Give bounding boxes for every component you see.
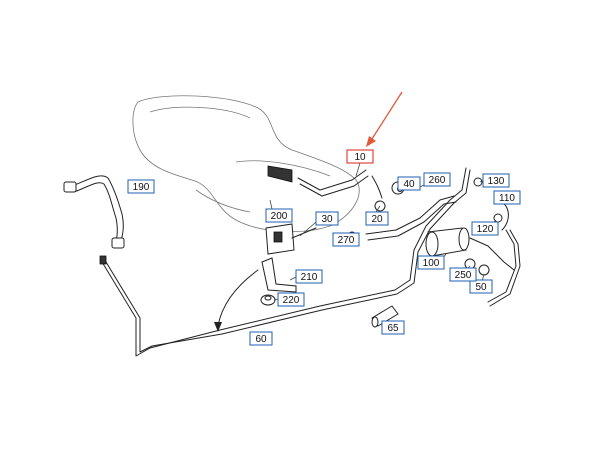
callout-text: 65: [387, 323, 399, 334]
fuel-line-60: [99, 167, 471, 357]
callout-260: 260: [423, 172, 451, 187]
fuel-filter-100: [425, 227, 521, 307]
callout-60: 60: [249, 331, 273, 346]
callout-box: [265, 208, 293, 223]
callout-10: 10: [346, 149, 374, 164]
callout-text: 100: [423, 258, 440, 269]
callout-text: 110: [499, 193, 515, 204]
callout-20: 20: [365, 211, 389, 226]
callout-200: 200: [265, 208, 293, 223]
callout-box: [315, 211, 339, 226]
callout-text: 190: [133, 182, 150, 193]
callout-box: [249, 331, 273, 346]
callout-130: 130: [482, 173, 510, 188]
bracket-200: [265, 223, 317, 255]
callout-box: [277, 292, 305, 307]
callout-text: 20: [371, 214, 383, 225]
callout-text: 250: [455, 270, 472, 281]
callout-text: 220: [283, 295, 300, 306]
callout-190: 190: [127, 179, 155, 194]
callout-box: [365, 211, 389, 226]
fuel-lines-10-30: [267, 165, 457, 241]
callout-text: 120: [477, 224, 494, 235]
callout-box: [469, 279, 493, 294]
callout-labels: 10 20 30 40 50 60 65 100 110 120 130 190 200 210 220 25…: [127, 149, 521, 346]
callout-text: 30: [321, 214, 333, 225]
callout-30: 30: [315, 211, 339, 226]
red-pointer-arrow: [366, 91, 403, 147]
callout-box: [423, 172, 451, 187]
routing-arrow-head: [214, 322, 222, 332]
fuel-tank-outline: [132, 95, 360, 233]
callout-50: 50: [469, 279, 493, 294]
callout-text: 200: [271, 211, 288, 222]
callout-110: 110: [493, 190, 521, 205]
holder-210: [261, 257, 297, 293]
routing-arrow: [217, 269, 259, 327]
callout-box: [482, 173, 510, 188]
callout-text: 130: [488, 176, 505, 187]
callout-210: 210: [295, 269, 323, 284]
callout-box: [417, 255, 445, 270]
grommet-220: [260, 294, 276, 306]
callout-box: [397, 176, 421, 191]
callout-120: 120: [471, 221, 499, 236]
callout-220: 220: [277, 292, 305, 307]
callout-40: 40: [397, 176, 421, 191]
callout-text: 260: [429, 175, 446, 186]
hose-piece-65: [371, 305, 399, 328]
callout-250: 250: [449, 267, 477, 282]
callout-box: [471, 221, 499, 236]
fuel-hose-190: [63, 175, 125, 249]
callout-65: 65: [381, 320, 405, 335]
callout-text: 50: [475, 282, 487, 293]
callout-box: [127, 179, 155, 194]
callout-box: [332, 232, 360, 247]
callout-100: 100: [417, 255, 445, 270]
callout-box: [493, 190, 521, 205]
callout-text: 210: [301, 272, 318, 283]
callout-text: 60: [255, 334, 267, 345]
callout-text: 270: [338, 235, 355, 246]
callout-box: [295, 269, 323, 284]
callout-text: 10: [354, 152, 366, 163]
callout-270: 270: [332, 232, 360, 247]
callout-box: [449, 267, 477, 282]
callout-box: [346, 149, 374, 164]
callout-box: [381, 320, 405, 335]
callout-text: 40: [403, 179, 415, 190]
